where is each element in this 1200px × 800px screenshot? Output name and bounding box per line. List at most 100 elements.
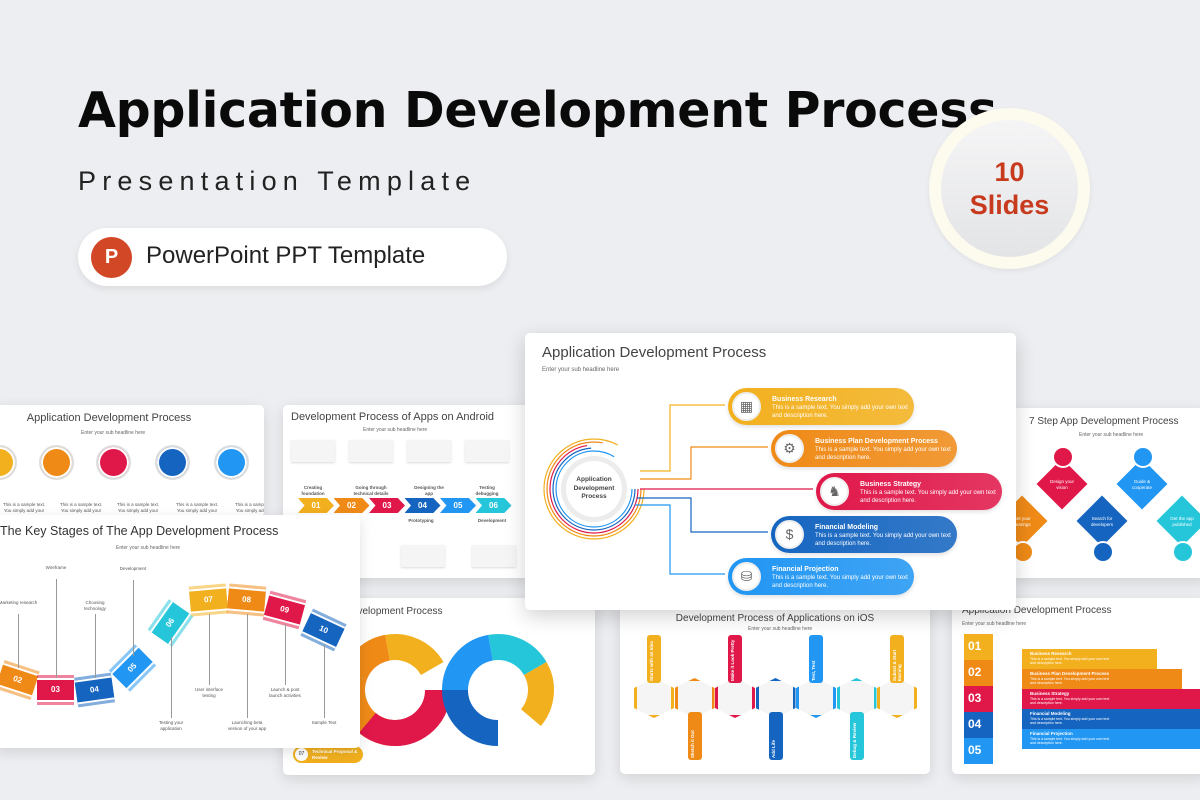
wave-segment: 04 — [74, 675, 115, 705]
wave-segment: 07 — [189, 586, 228, 614]
step-tab: Make it Look Pretty — [728, 635, 742, 683]
note-box — [401, 545, 445, 567]
step-tab: Submit & Start Earning — [890, 635, 904, 683]
stage-tag-number: 07 — [295, 748, 308, 761]
process-card-title: Business Plan Development Process — [815, 438, 938, 445]
page-title: Application Development Process — [78, 82, 997, 139]
slide-title: Development Process of Apps on Android — [291, 411, 495, 423]
stage-label: Launch & post launch activities — [269, 687, 301, 698]
process-card-text: This is a sample text. You simply add yo… — [815, 447, 951, 461]
slide-title: Application Development Process — [293, 606, 443, 617]
slide-preview-circles: Application Development Process Enter yo… — [0, 405, 264, 517]
hex-node — [715, 678, 755, 718]
step-label: Prototyping — [408, 518, 434, 523]
monitor-gear-icon: ⚙ — [775, 434, 804, 463]
hub-label: Application Development Process — [573, 476, 615, 500]
step-label: Get the app published — [1170, 516, 1194, 527]
step-text: This is a sample text. You simply add yo… — [59, 502, 103, 513]
stage-label: User interface testing — [194, 687, 223, 698]
hex-node — [877, 678, 917, 718]
slide-subtitle: Enter your sub headline here — [363, 427, 428, 433]
slide-title: 7 Step App Development Process — [1029, 416, 1179, 427]
bar-title: Business Plan Development Process — [1030, 671, 1110, 676]
slide-preview-bars: Application Development Process Enter yo… — [952, 598, 1200, 774]
bar-number: 05 — [964, 738, 993, 764]
step-label: Creating foundation — [301, 485, 325, 496]
loop-segment — [359, 712, 423, 746]
slide-title: Application Development Process — [962, 605, 1112, 616]
loop-segment — [385, 634, 444, 676]
stage-label: Wireframe — [45, 565, 67, 570]
process-card-title: Business Strategy — [860, 481, 922, 488]
step-text: This is a sample text. You simply add yo… — [116, 502, 160, 513]
slide-subtitle: Enter your sub headline here — [116, 545, 181, 551]
step-text: This is a sample text. You simply add yo… — [175, 502, 219, 513]
stage-label: Marketing research — [0, 600, 38, 605]
wave-segment: 02 — [0, 662, 39, 698]
bar-number: 01 — [964, 634, 993, 660]
process-card-text: This is a sample text. You simply add yo… — [772, 575, 908, 589]
step-circle — [214, 445, 249, 480]
loop-segment — [442, 634, 494, 691]
format-label: PowerPoint PPT Template — [146, 242, 426, 269]
hex-node — [796, 678, 836, 718]
step-tab: Debug & Review — [849, 712, 864, 760]
stage-label: Testing your application — [158, 720, 184, 731]
page-subtitle: Presentation Template — [78, 166, 477, 196]
step-icon-circle — [1132, 446, 1154, 468]
leader-line — [133, 580, 134, 656]
slide-count-badge: 10 Slides — [929, 108, 1090, 269]
step-tab: Starts with an Idea — [647, 635, 661, 683]
stage-label: Choosing technology — [84, 600, 106, 611]
process-card-text: This is a sample text. You simply add yo… — [815, 533, 951, 547]
process-card-text: This is a sample text. You simply add yo… — [860, 490, 996, 504]
step-icon-circle — [1172, 541, 1194, 563]
step-icon-circle — [1092, 541, 1114, 563]
step-label: Get your bearings — [1013, 516, 1031, 527]
wave-segment: 08 — [227, 586, 266, 614]
badge-inner: 10 Slides — [941, 120, 1078, 257]
step-circle — [155, 445, 190, 480]
wave-segment: 09 — [263, 593, 306, 627]
step-tab-label: Sketch it Out — [689, 730, 695, 758]
wave-segment: 03 — [37, 678, 74, 702]
note-box — [472, 545, 516, 567]
note-box — [349, 440, 393, 462]
slide-title: Application Development Process — [542, 344, 767, 361]
stage-label: Sample Text — [311, 720, 337, 725]
bar-text: This is a sample text. You simply add yo… — [1030, 737, 1110, 745]
step-text: This is a sample text. You simply add yo… — [234, 502, 264, 513]
coins-signpost-icon: ⛁ — [732, 562, 761, 591]
leader-line — [285, 624, 286, 685]
slide-preview-seven-step: 7 Step App Development Process Enter you… — [1012, 408, 1200, 578]
step-label: Development — [477, 518, 507, 523]
stage-label: Development — [119, 566, 147, 571]
leader-line — [171, 637, 172, 718]
step-tab-label: Starts with an Idea — [649, 641, 654, 681]
step-tab-label: Make it Look Pretty — [730, 639, 735, 681]
slide-title: The Key Stages of The App Development Pr… — [0, 524, 279, 538]
bar-title: Business Strategy — [1030, 691, 1070, 696]
hex-node — [634, 678, 674, 718]
loop-segment — [442, 689, 499, 746]
leader-line — [18, 614, 19, 668]
process-card-title: Business Research — [772, 396, 837, 403]
slide-subtitle: Enter your sub headline here — [962, 621, 1027, 627]
research-icon: ▦ — [732, 392, 761, 421]
process-card-title: Financial Modeling — [815, 524, 879, 531]
slide-preview-featured: Application Development Process Enter yo… — [525, 333, 1016, 610]
step-arrow: 05 — [440, 498, 476, 513]
step-tab-label: Submit & Start Earning — [892, 649, 902, 681]
step-label: Guide & cooperate — [1131, 479, 1152, 490]
step-arrow: 02 — [333, 498, 370, 513]
step-tab-label: Add Life — [770, 740, 776, 758]
step-arrow: 03 — [369, 498, 405, 513]
stage-label: Launching beta version of your app — [227, 720, 267, 731]
bar-text: This is a sample text. You simply add yo… — [1030, 677, 1110, 685]
